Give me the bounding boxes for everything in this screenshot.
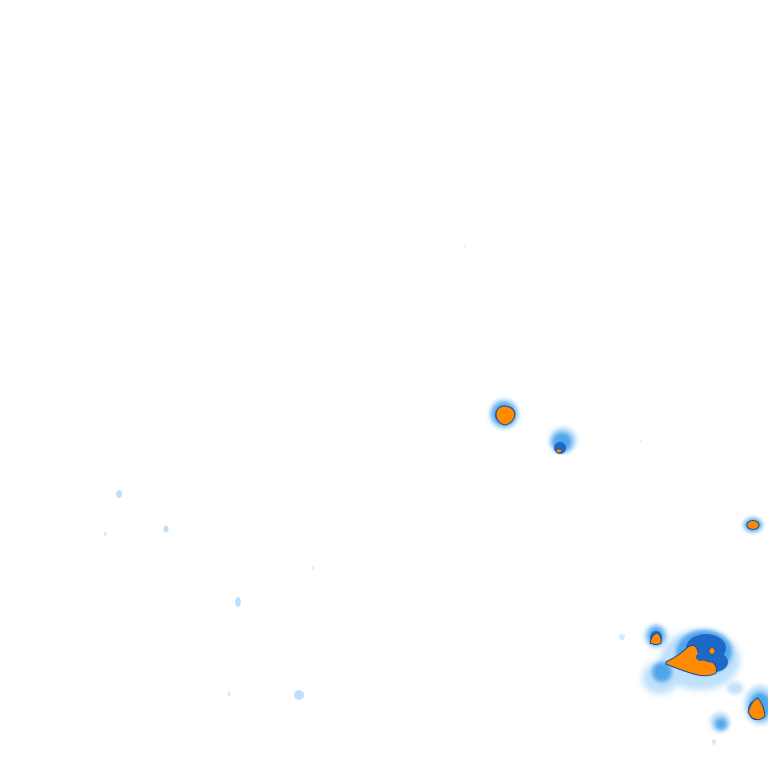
precip-cell xyxy=(744,518,762,532)
precip-cell xyxy=(549,427,577,454)
light-precip-specks xyxy=(103,244,716,745)
precip-cell xyxy=(489,399,519,429)
precip-cluster xyxy=(642,624,768,732)
